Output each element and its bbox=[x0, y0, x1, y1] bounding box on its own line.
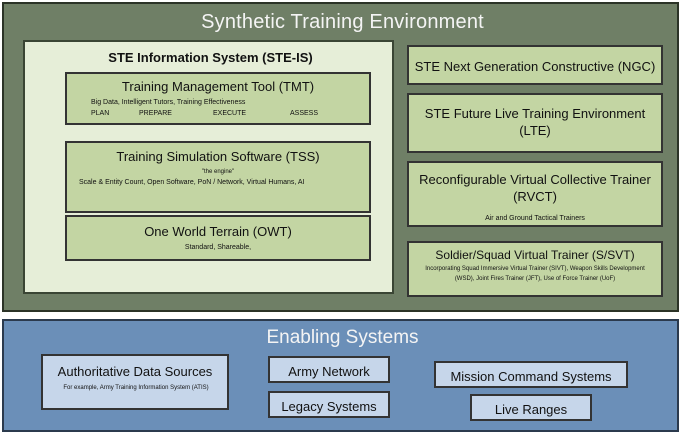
ngc-box: STE Next Generation Constructive (NGC) bbox=[407, 45, 663, 85]
tss-description: Scale & Entity Count, Open Software, PoN… bbox=[79, 179, 305, 186]
phase-assess: ASSESS bbox=[290, 110, 319, 117]
legacy-systems-label: Legacy Systems bbox=[281, 399, 377, 414]
ssvt-description: Incorporating Squad Immersive Virtual Tr… bbox=[425, 266, 645, 282]
owt-title: One World Terrain (OWT) bbox=[144, 224, 292, 239]
tss-box: Training Simulation Software (TSS) "the … bbox=[65, 141, 371, 213]
ssvt-title: Soldier/Squad Virtual Trainer (S/SVT) bbox=[435, 248, 635, 262]
rvct-subtitle: Air and Ground Tactical Trainers bbox=[485, 215, 585, 222]
rvct-title: Reconfigurable Virtual Collective Traine… bbox=[419, 172, 651, 204]
tmt-subtitle: Big Data, Intelligent Tutors, Training E… bbox=[91, 99, 246, 106]
mission-command-label: Mission Command Systems bbox=[450, 369, 612, 384]
ngc-title: STE Next Generation Constructive (NGC) bbox=[414, 59, 656, 74]
tss-tagline: "the engine" bbox=[201, 169, 235, 175]
ads-box: Authoritative Data Sources For example, … bbox=[41, 354, 229, 410]
army-network-label: Army Network bbox=[288, 364, 370, 379]
lte-title: STE Future Live Training Environment (LT… bbox=[424, 106, 646, 138]
ste-container: Synthetic Training Environment STE Infor… bbox=[2, 2, 679, 312]
army-network-box: Army Network bbox=[268, 356, 390, 383]
phase-prepare: PREPARE bbox=[139, 110, 172, 117]
live-ranges-label: Live Ranges bbox=[494, 402, 568, 417]
ssvt-box: Soldier/Squad Virtual Trainer (S/SVT) In… bbox=[407, 241, 663, 297]
phase-plan: PLAN bbox=[91, 110, 110, 117]
ste-is-panel: STE Information System (STE-IS) Training… bbox=[23, 40, 394, 294]
rvct-box: Reconfigurable Virtual Collective Traine… bbox=[407, 161, 663, 227]
legacy-systems-box: Legacy Systems bbox=[268, 391, 390, 418]
mission-command-box: Mission Command Systems bbox=[434, 361, 628, 388]
tmt-title: Training Management Tool (TMT) bbox=[121, 79, 315, 94]
tss-title: Training Simulation Software (TSS) bbox=[116, 149, 320, 164]
ste-title: Synthetic Training Environment bbox=[201, 11, 484, 33]
live-ranges-box: Live Ranges bbox=[470, 394, 592, 421]
tmt-box: Training Management Tool (TMT) Big Data,… bbox=[65, 72, 371, 125]
lte-box: STE Future Live Training Environment (LT… bbox=[407, 93, 663, 153]
phase-execute: EXECUTE bbox=[213, 110, 247, 117]
ads-description: For example, Army Training Information S… bbox=[63, 385, 209, 391]
enabling-systems-title: Enabling Systems bbox=[266, 327, 419, 348]
ads-title: Authoritative Data Sources bbox=[57, 364, 213, 379]
owt-box: One World Terrain (OWT) Standard, Sharea… bbox=[65, 215, 371, 261]
enabling-systems-container: Enabling Systems Authoritative Data Sour… bbox=[2, 319, 679, 432]
ste-is-title: STE Information System (STE-IS) bbox=[108, 50, 313, 65]
owt-description: Standard, Shareable, bbox=[184, 244, 252, 251]
